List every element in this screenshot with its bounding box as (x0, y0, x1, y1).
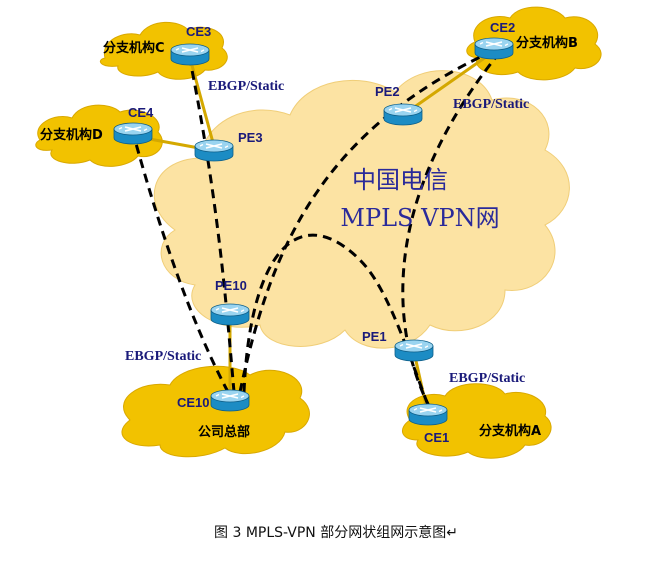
label-branch-b: 分支机构B (516, 35, 578, 51)
router-pe10-icon (210, 303, 250, 326)
tunnel-ce10-ce4 (133, 139, 230, 393)
label-pe1: PE1 (362, 329, 387, 344)
tunnel-ce1-ce2 (401, 51, 502, 409)
core-title: 中国电信 (352, 166, 448, 194)
router-ce3-icon (170, 43, 210, 66)
vpn-tunnels (133, 48, 502, 411)
label-ce10: CE10 (177, 395, 210, 410)
label-pe2: PE2 (375, 84, 400, 99)
branch-a-cloud (402, 383, 552, 459)
label-branch-d: 分支机构D (40, 127, 103, 143)
router-pe2-icon (383, 103, 423, 126)
router-ce10-icon (210, 389, 250, 412)
label-ce3: CE3 (186, 24, 211, 39)
label-branch-a: 分支机构A (479, 423, 541, 439)
label-ce1: CE1 (424, 430, 449, 445)
label-ebgp-ce2: EBGP/Static (453, 97, 529, 112)
label-ce4: CE4 (128, 105, 154, 120)
core-subtitle: MPLS VPN网 (340, 204, 499, 232)
link-ce2-pe2 (401, 50, 495, 117)
figure-caption: 图 3 MPLS-VPN 部分网状组网示意图↵ (214, 525, 458, 541)
label-ce2: CE2 (490, 20, 515, 35)
hq-cloud (121, 365, 310, 458)
label-branch-c: 分支机构C (103, 40, 165, 56)
core-cloud (153, 70, 570, 349)
label-pe10: PE10 (215, 278, 247, 293)
router-pe1-icon (394, 339, 434, 362)
label-ebgp-ce1: EBGP/Static (449, 371, 525, 386)
router-ce1-icon (408, 403, 448, 426)
branch-d-cloud (35, 104, 163, 167)
router-ce2-icon (474, 37, 514, 60)
tunnel-ce10-ce3 (188, 59, 236, 393)
link-ce3-pe3 (188, 56, 217, 152)
label-hq: 公司总部 (198, 424, 250, 440)
label-ebgp-ce10: EBGP/Static (125, 349, 201, 364)
router-ce4-icon (113, 122, 153, 145)
tunnel-ce10-ce1 (242, 233, 432, 411)
label-ebgp-ce3: EBGP/Static (208, 79, 284, 94)
label-pe3: PE3 (238, 130, 263, 145)
router-pe3-icon (194, 139, 234, 162)
